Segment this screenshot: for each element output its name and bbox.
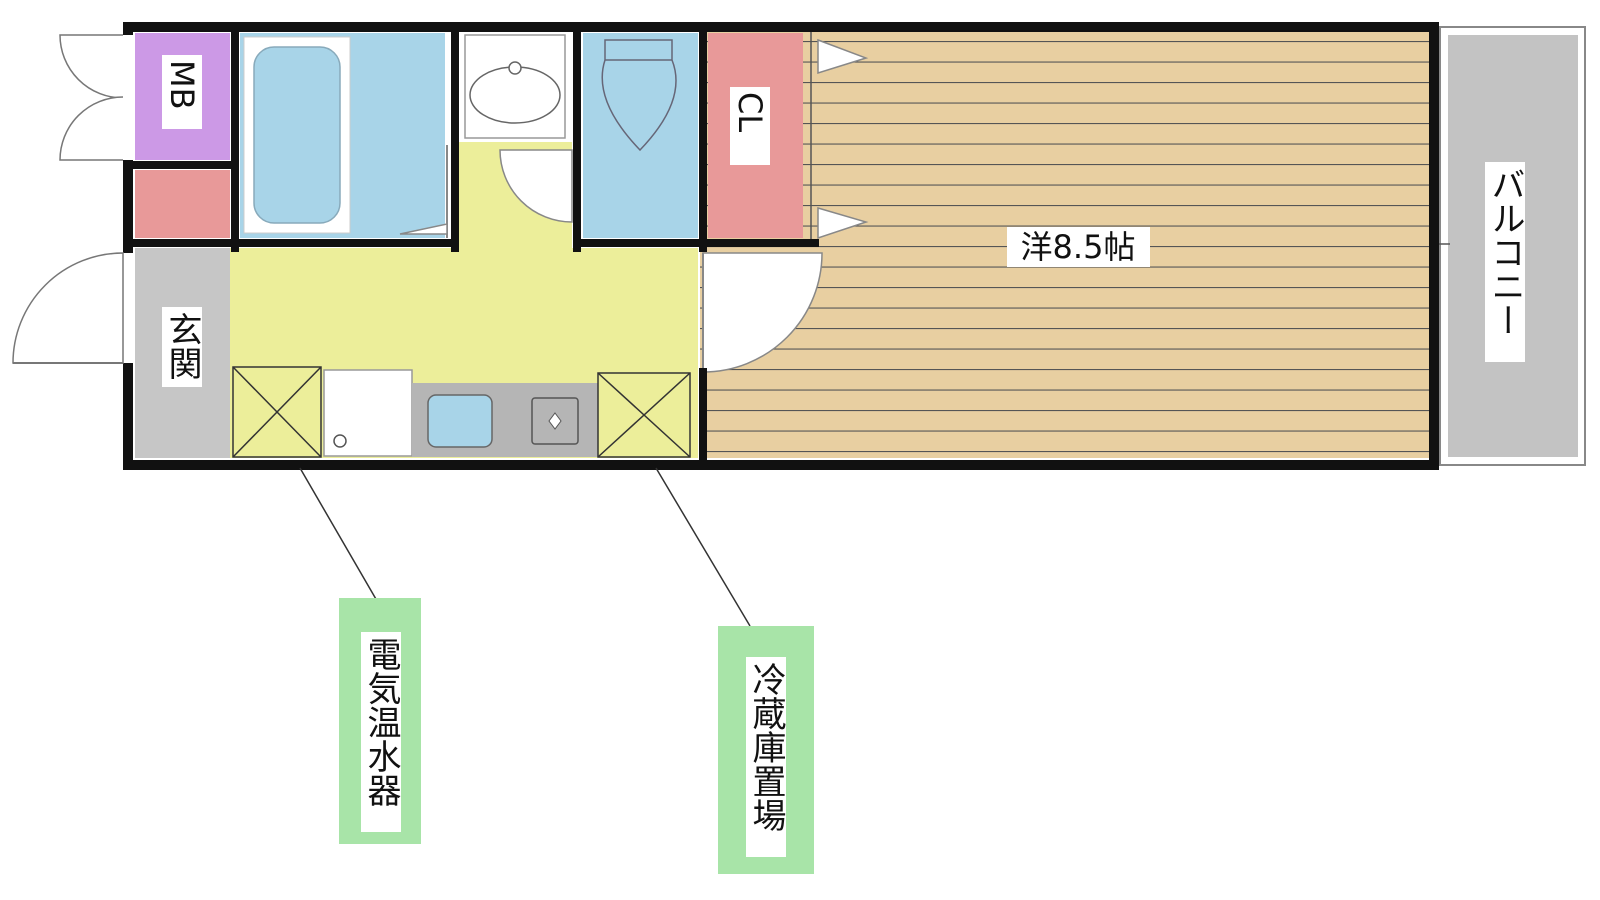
western-room-label: 洋8.5帖 [1021, 228, 1136, 266]
fridge-space-callout-bg [746, 657, 786, 857]
entrance-label-bg [162, 307, 202, 387]
water-heater-leader [299, 467, 385, 614]
storage-cabinet [135, 170, 230, 238]
washbasin-bowl [469, 66, 561, 124]
balcony-label: バルコニー [1485, 167, 1525, 337]
water-heater-label: 電気温水器 [361, 637, 401, 807]
closet-label-bg [730, 87, 770, 165]
mb-door-gap [122, 35, 134, 160]
western-room-label-bg [1007, 227, 1150, 267]
water-heater-callout-bg [361, 632, 401, 832]
closet-door-top [817, 38, 869, 75]
fridge-space-leader [655, 467, 751, 627]
kitchen-sink [427, 394, 493, 448]
water-heater-cross-2 [232, 366, 322, 458]
entrance-label: 玄関 [162, 312, 202, 380]
fridge-space-label: 冷蔵庫置場 [746, 662, 786, 832]
closet-label: CL [731, 92, 769, 132]
mb-door-top [59, 34, 124, 99]
closet-door-bottom [817, 207, 869, 240]
interior-walls [126, 23, 819, 469]
washroom-door-swing [499, 149, 573, 223]
meter-box-label: MB [163, 60, 201, 110]
balcony-label-bg [1485, 162, 1525, 362]
meter-box-label-bg [162, 55, 202, 129]
fridge-space-cross-2 [597, 372, 691, 458]
washbasin-faucet [508, 61, 522, 75]
mb-door-bottom [59, 96, 124, 161]
drain-icon [333, 434, 347, 448]
entrance-door-swing [12, 252, 124, 364]
stove-burner-icon [548, 412, 562, 430]
bathtub-basin [253, 46, 341, 224]
entrance-gap [122, 253, 134, 363]
room-door-swing [702, 252, 823, 373]
bathroom-door-arrow [399, 223, 448, 235]
toilet-bowl [601, 39, 677, 152]
